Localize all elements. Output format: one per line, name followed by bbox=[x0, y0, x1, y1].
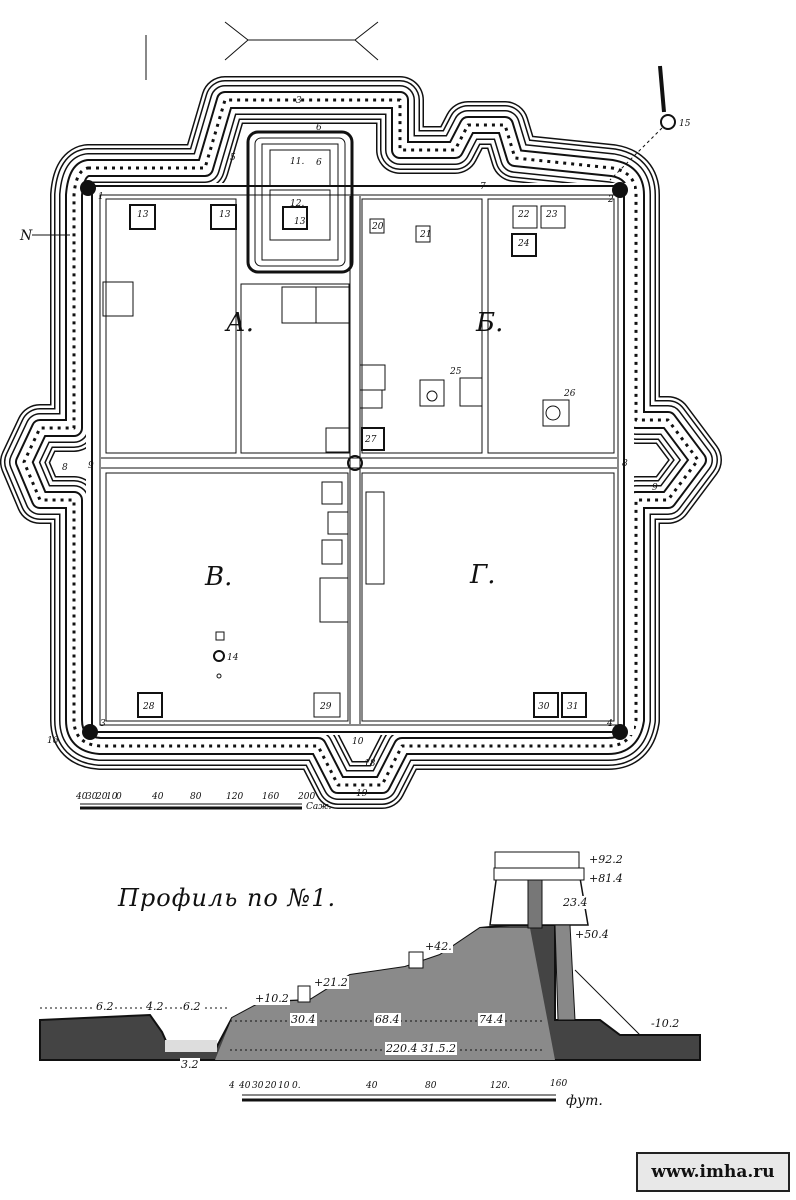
dimension-label: 30.4 bbox=[290, 1013, 317, 1026]
plan-number-label: 9 bbox=[652, 483, 658, 493]
plan-number-label: 8 bbox=[622, 459, 628, 469]
quarter-label-v: В. bbox=[205, 562, 233, 592]
scale-tick: 20 bbox=[265, 1081, 277, 1091]
plan-number-label: 28 bbox=[143, 702, 155, 712]
scale-unit: фут. bbox=[566, 1093, 603, 1109]
plan-number-label: 12. bbox=[290, 199, 305, 209]
scale-unit: Саж. bbox=[306, 802, 332, 812]
plan-number-label: 30 bbox=[538, 702, 550, 712]
plan-number-label: 6 bbox=[316, 158, 322, 168]
scale-tick: 200 bbox=[298, 792, 316, 802]
plan-number-label: 27 bbox=[365, 435, 377, 445]
plan-number-label: 15 bbox=[679, 119, 691, 129]
dimension-label: 74.4 bbox=[478, 1013, 505, 1026]
plan-number-label: 29 bbox=[320, 702, 332, 712]
elevation-label: +21.2 bbox=[313, 976, 349, 989]
scale-tick: 10 bbox=[106, 792, 118, 802]
plan-number-label: 20 bbox=[372, 222, 384, 232]
dimension-label: 68.4 bbox=[374, 1013, 401, 1026]
plan-number-label: 19 bbox=[356, 789, 368, 799]
quarter-label-g: Г. bbox=[470, 560, 496, 590]
plan-scale-bar bbox=[80, 803, 302, 810]
elevation-label: +42. bbox=[424, 940, 453, 953]
scale-tick: 160 bbox=[262, 792, 280, 802]
plan-number-label: 3 bbox=[296, 96, 302, 106]
plan-number-label: 13 bbox=[294, 217, 306, 227]
watermark: www.imha.ru bbox=[636, 1152, 790, 1192]
scale-tick: 30 bbox=[86, 792, 98, 802]
plan-number-label: 6 bbox=[316, 123, 322, 133]
scale-tick: 4 bbox=[229, 1081, 235, 1091]
scale-tick: 40 bbox=[152, 792, 164, 802]
elevation-label: -10.2 bbox=[650, 1017, 681, 1030]
plan-number-label: 24 bbox=[518, 239, 530, 249]
plan-number-label: 2 bbox=[608, 195, 614, 205]
dimension-label: 4.2 bbox=[145, 1000, 165, 1013]
scale-tick: 40 bbox=[239, 1081, 251, 1091]
plan-number-label: 14 bbox=[227, 653, 239, 663]
plan-number-label: 3 bbox=[100, 719, 106, 729]
plan-number-label: 31 bbox=[567, 702, 579, 712]
dimension-label: 3.2 bbox=[180, 1058, 200, 1071]
plan-number-label: 10 bbox=[352, 737, 364, 747]
plan-number-label: 5 bbox=[230, 153, 236, 163]
scale-tick: 40 bbox=[366, 1081, 378, 1091]
quarter-label-a: А. bbox=[226, 308, 254, 338]
scale-tick: 0. bbox=[292, 1081, 301, 1091]
plan-number-label: 16 bbox=[47, 736, 59, 746]
scale-tick: 80 bbox=[425, 1081, 437, 1091]
profile-scale-bar bbox=[242, 1094, 556, 1102]
plan-number-label: 9 bbox=[88, 461, 94, 471]
scale-tick: 80 bbox=[190, 792, 202, 802]
plan-number-label: 25 bbox=[450, 367, 462, 377]
scale-tick: 0 bbox=[116, 792, 122, 802]
elevation-label: 23.4 bbox=[562, 896, 589, 909]
plan-number-label: 26 bbox=[564, 389, 576, 399]
scale-tick: 160 bbox=[550, 1079, 568, 1089]
plan-number-label: 18 bbox=[364, 759, 376, 769]
scale-tick: 120. bbox=[490, 1081, 511, 1091]
plan-number-label: 13 bbox=[137, 210, 149, 220]
elevation-label: +92.2 bbox=[588, 853, 624, 866]
dimension-label: 220.4 31.5.2 bbox=[385, 1042, 457, 1055]
plan-number-label: 7 bbox=[480, 182, 486, 192]
quarter-label-b: Б. bbox=[476, 308, 504, 338]
scale-tick: 10 bbox=[278, 1081, 290, 1091]
scale-tick: 30 bbox=[252, 1081, 264, 1091]
scale-tick: 40 bbox=[76, 792, 88, 802]
plan-number-label: 22 bbox=[518, 210, 530, 220]
profile-section bbox=[39, 851, 701, 1061]
profile-title: Профиль по №1. bbox=[118, 884, 337, 912]
dimension-label: 6.2 bbox=[95, 1000, 115, 1013]
plan-number-label: 8 bbox=[62, 463, 68, 473]
plan-number-label: 23 bbox=[546, 210, 558, 220]
plan-number-label: 21 bbox=[420, 230, 432, 240]
elevation-label: +10.2 bbox=[254, 992, 290, 1005]
plan-number-label: 1 bbox=[98, 192, 104, 202]
north-marker: N bbox=[20, 228, 33, 244]
dimension-label: 6.2 bbox=[182, 1000, 202, 1013]
plan-number-label: 11. bbox=[290, 157, 305, 167]
elevation-label: +81.4 bbox=[588, 872, 624, 885]
plan-number-label: 4 bbox=[607, 719, 613, 729]
plan-number-label: 13 bbox=[219, 210, 231, 220]
elevation-label: +50.4 bbox=[574, 928, 610, 941]
scale-tick: 120 bbox=[226, 792, 244, 802]
scale-tick: 20 bbox=[96, 792, 108, 802]
